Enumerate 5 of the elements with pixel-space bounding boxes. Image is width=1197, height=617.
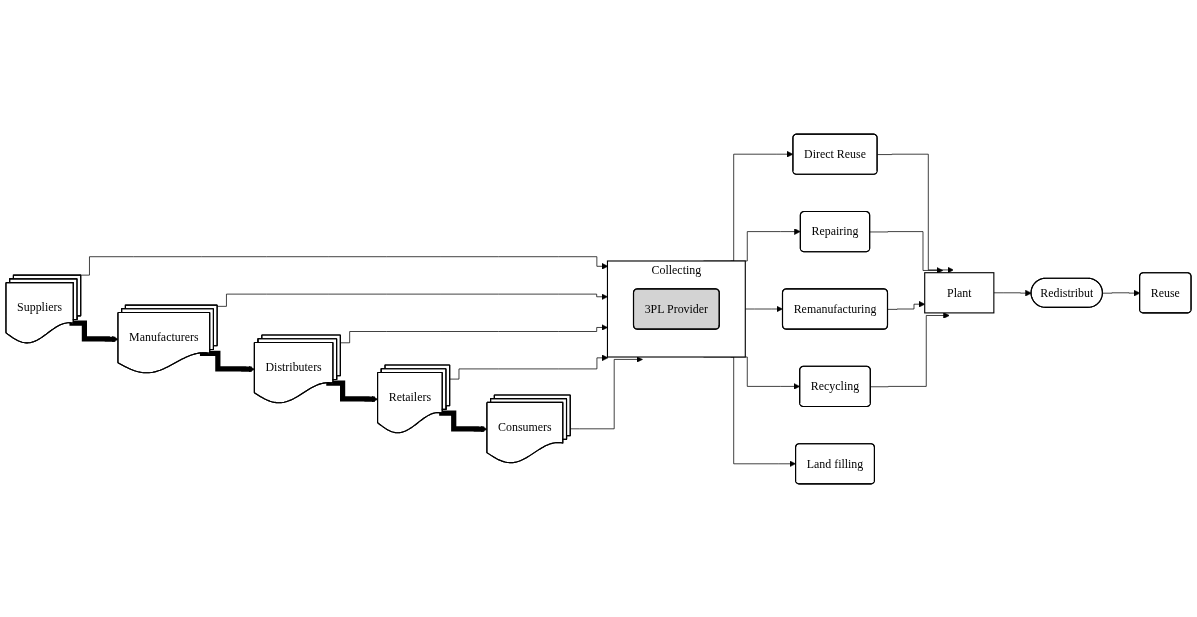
arrow (69, 320, 119, 343)
arrow (326, 380, 379, 402)
node-box: Plant (924, 271, 995, 313)
arrow (199, 350, 256, 372)
arrow (439, 409, 488, 432)
